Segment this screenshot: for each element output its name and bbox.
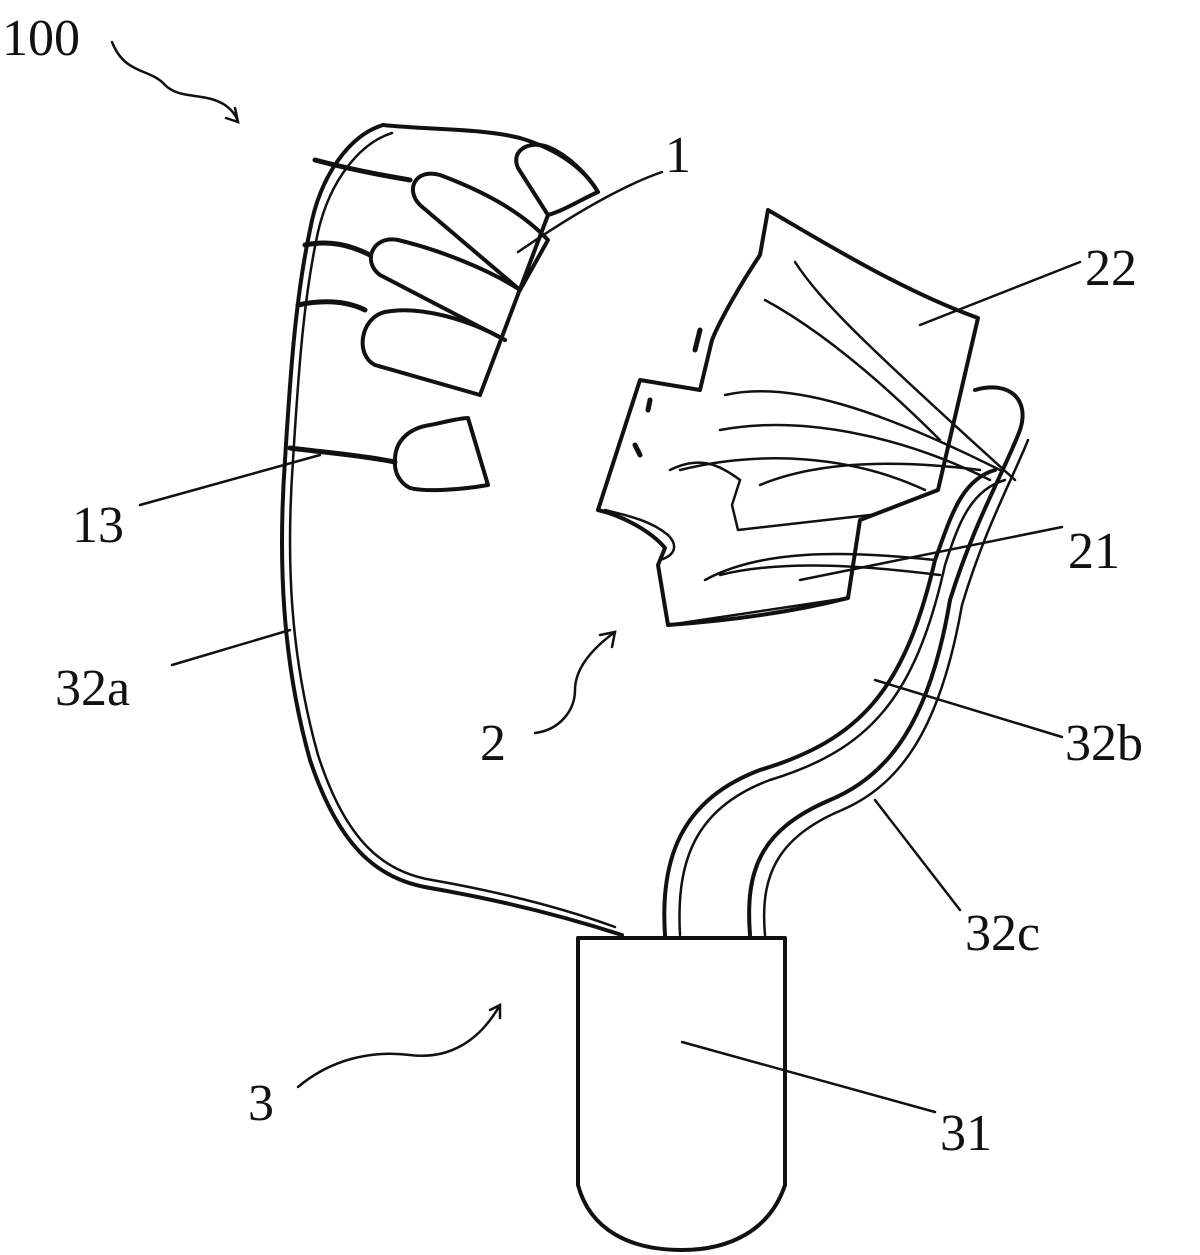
leader-lines — [138, 170, 1082, 1114]
label-3: 3 — [248, 1075, 274, 1132]
label-2: 2 — [480, 715, 506, 772]
finger-wires — [287, 157, 413, 465]
glove-outline — [279, 123, 624, 937]
cables — [662, 385, 1030, 937]
label-32a: 32a — [55, 660, 130, 717]
label-1: 1 — [665, 127, 691, 184]
housing-box — [576, 936, 787, 1252]
label-100: 100 — [2, 10, 80, 67]
label-32c: 32c — [965, 905, 1040, 962]
pad-wires — [632, 260, 1017, 582]
label-21: 21 — [1068, 523, 1120, 580]
palm-pads — [596, 208, 980, 627]
reference-arrows — [110, 40, 617, 1089]
reference-labels: 100 1 22 13 21 32a 2 32b 32c 3 31 — [2, 10, 1143, 1162]
label-32b: 32b — [1065, 715, 1143, 772]
label-31: 31 — [940, 1105, 992, 1162]
finger-sensors — [360, 142, 600, 397]
label-13: 13 — [72, 497, 124, 554]
label-22: 22 — [1085, 240, 1137, 297]
thumb-sensor — [392, 416, 490, 493]
